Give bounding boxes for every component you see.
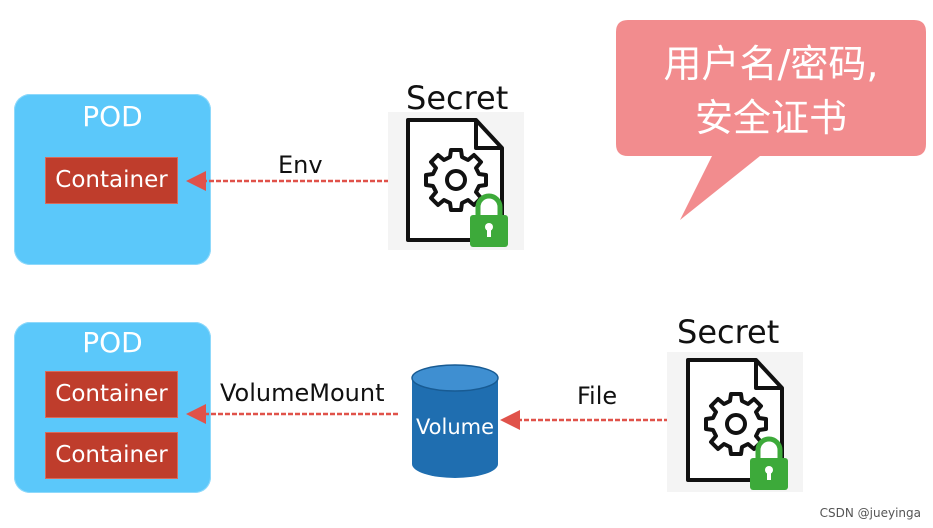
padlock-icon-2 [750, 436, 788, 490]
secret-top-title: Secret [406, 79, 509, 117]
callout-line-1: 用户名/密码, [663, 42, 879, 86]
volume-label: Volume [415, 415, 495, 439]
pod-top: POD Container [14, 94, 211, 265]
env-label: Env [278, 151, 323, 179]
padlock-icon [470, 193, 508, 247]
env-arrow [186, 171, 403, 191]
pod-bottom: POD Container Container [14, 322, 211, 493]
pod-bottom-container-2: Container [45, 432, 178, 479]
volumemount-label: VolumeMount [220, 379, 385, 407]
pod-top-title: POD [82, 100, 143, 133]
file-label: File [577, 382, 618, 410]
watermark: CSDN @jueyinga [819, 506, 921, 520]
database-cylinder-icon [411, 364, 499, 478]
volumemount-arrow [186, 404, 398, 424]
pod-bottom-container-1: Container [45, 371, 178, 418]
pod-top-container: Container [45, 157, 178, 204]
callout-line-2: 安全证书 [694, 96, 847, 140]
pod-bottom-title: POD [82, 326, 143, 359]
secret-bottom-title: Secret [677, 313, 780, 351]
file-arrow [500, 410, 690, 430]
